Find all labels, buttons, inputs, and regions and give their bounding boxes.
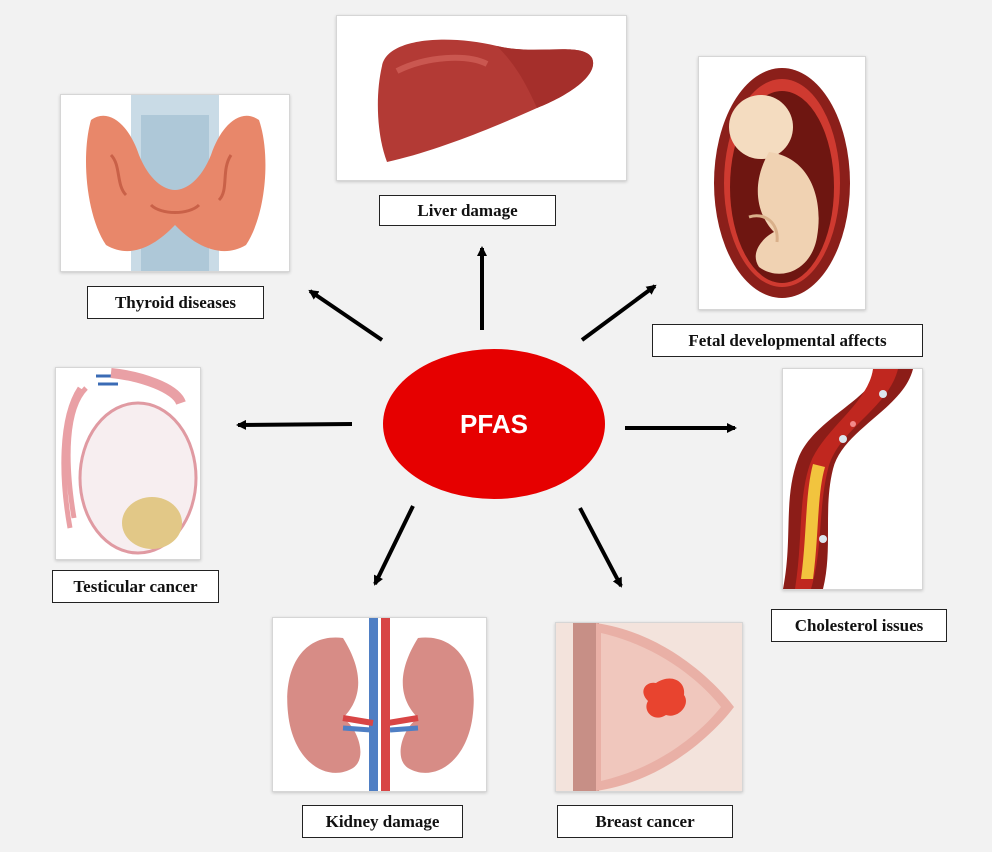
- breast-image-card: [555, 622, 743, 792]
- kidney-icon: [287, 618, 474, 791]
- pfas-label: PFAS: [460, 408, 528, 439]
- arrow-kidney: [373, 505, 415, 586]
- fetal-developmental-label: Fetal developmental affects: [652, 324, 923, 357]
- artery-icon: [783, 369, 913, 589]
- kidney-image-card: [272, 617, 487, 792]
- liver-damage-label: Liver damage: [379, 195, 556, 226]
- thyroid-diseases-label: Thyroid diseases: [87, 286, 264, 319]
- kidney-damage-label: Kidney damage: [302, 805, 463, 838]
- arrow-testicular: [236, 419, 353, 430]
- thyroid-image-card: [60, 94, 290, 272]
- pfas-center-node: PFAS: [383, 349, 605, 499]
- fetus-image-card: [698, 56, 866, 310]
- fetus-icon: [714, 68, 850, 298]
- breast-cancer-label: Breast cancer: [557, 805, 733, 838]
- arrow-thyroid: [308, 289, 384, 342]
- arrow-fetal: [580, 284, 657, 342]
- breast-icon: [556, 623, 742, 791]
- liver-icon: [377, 39, 594, 162]
- liver-image-card: [336, 15, 627, 181]
- artery-image-card: [782, 368, 923, 590]
- testis-image-card: [55, 367, 201, 560]
- testis-icon: [61, 368, 198, 555]
- testicular-cancer-label: Testicular cancer: [52, 570, 219, 603]
- arrow-breast: [578, 507, 623, 588]
- thyroid-icon: [86, 95, 266, 271]
- cholesterol-issues-label: Cholesterol issues: [771, 609, 947, 642]
